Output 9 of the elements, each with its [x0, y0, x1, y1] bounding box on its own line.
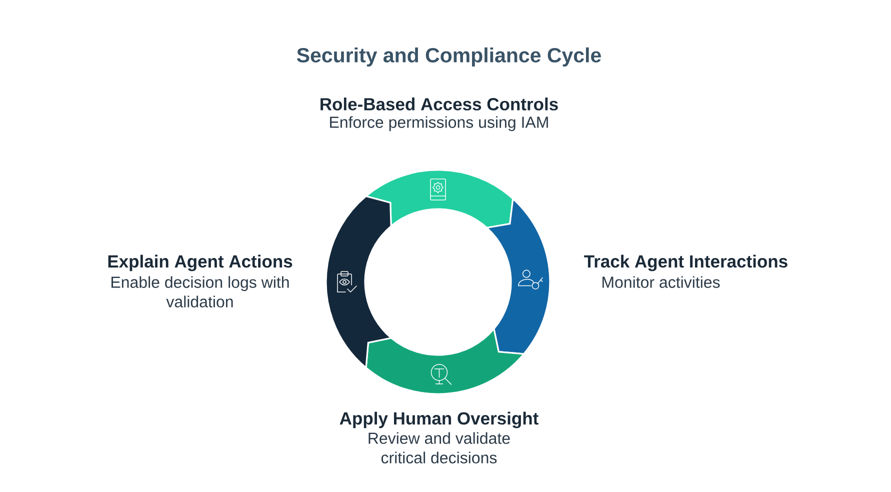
heading: Track Agent Interactions [584, 254, 788, 272]
description: Enforce permissions using IAM [330, 116, 548, 132]
heading: Explain Agent Actions [108, 254, 292, 272]
heading: Apply Human Oversight [340, 412, 538, 428]
title: Security and Compliance Cycle [296, 47, 601, 67]
description: Enable decision logs with validation [112, 276, 289, 308]
description: Monitor activities [602, 276, 720, 288]
heading: Role-Based Access Controls [320, 98, 558, 110]
description: Review and validate critical decisions [368, 432, 510, 464]
